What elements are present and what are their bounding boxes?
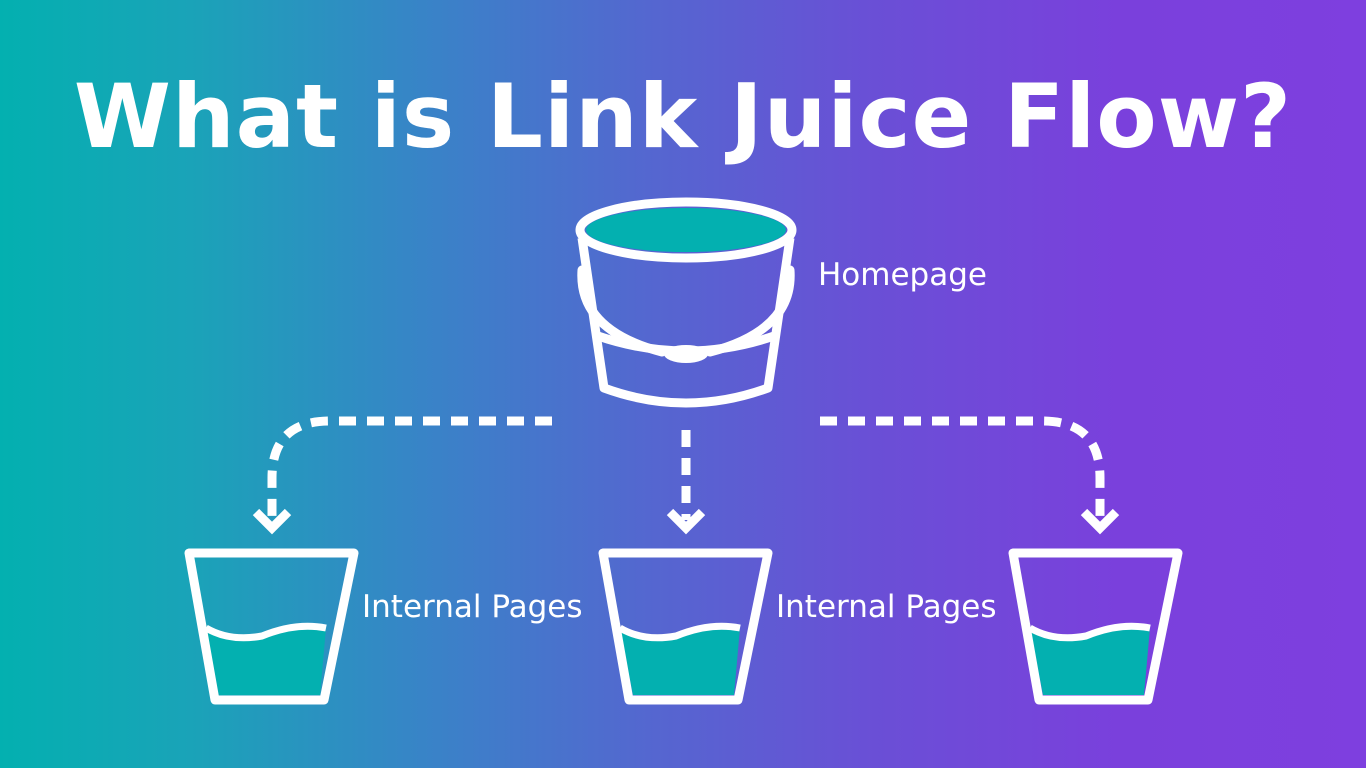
page-title: What is Link Juice Flow? [73, 65, 1293, 168]
internal-pages-label-middle: Internal Pages [776, 589, 997, 625]
homepage-bucket-icon [575, 197, 797, 408]
internal-pages-label-left: Internal Pages [362, 589, 583, 625]
cup-juice-middle [620, 626, 740, 695]
bucket-rim [575, 197, 797, 263]
cup-juice-line-right [1028, 622, 1151, 642]
arrow-right-icon [820, 416, 1105, 520]
cup-outline-left [184, 548, 359, 705]
bucket-body [577, 237, 795, 408]
arrow-left-icon [267, 416, 552, 520]
cup-juice-left [206, 626, 326, 695]
cup-juice-line-middle [618, 622, 741, 642]
arrow-head-middle-icon [666, 508, 706, 535]
internal-page-cup-left-icon [184, 548, 359, 705]
cup-juice-line-left [204, 622, 327, 642]
bucket-handle-right [705, 265, 795, 357]
bucket-handle-clip [664, 345, 708, 363]
arrow-head-left-icon [252, 508, 292, 535]
arrow-head-right-icon [1080, 508, 1120, 535]
bucket-handle-left [577, 265, 667, 357]
internal-page-cup-middle-icon [598, 548, 773, 705]
bucket-juice-surface [586, 208, 786, 252]
arrow-heads [252, 508, 1120, 535]
flow-arrows [267, 416, 1105, 520]
cup-outline-middle [598, 548, 773, 705]
cup-juice-right [1030, 626, 1150, 695]
internal-page-cup-right-icon [1008, 548, 1183, 705]
homepage-label: Homepage [818, 257, 987, 293]
cup-outline-right [1008, 548, 1183, 705]
